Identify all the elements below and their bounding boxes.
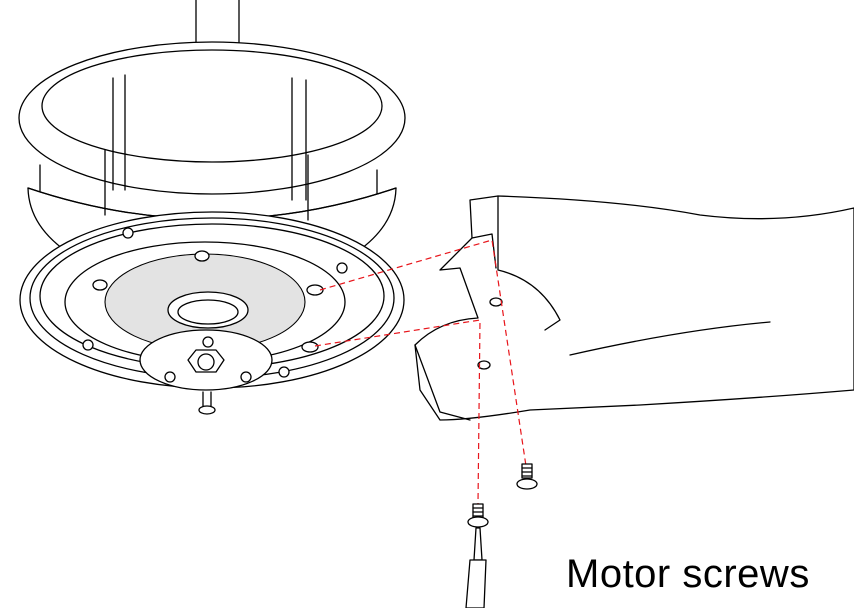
motor-screw-icon <box>467 503 489 528</box>
alignment-guides <box>314 239 527 505</box>
screwdriver-icon <box>465 527 487 609</box>
fan-blade-bracket-icon <box>414 195 854 421</box>
fan-motor-housing-icon <box>18 41 406 415</box>
caption-motor-screws: Motor screws <box>566 552 810 596</box>
downrod <box>195 0 240 47</box>
motor-screw-icon <box>516 463 538 490</box>
